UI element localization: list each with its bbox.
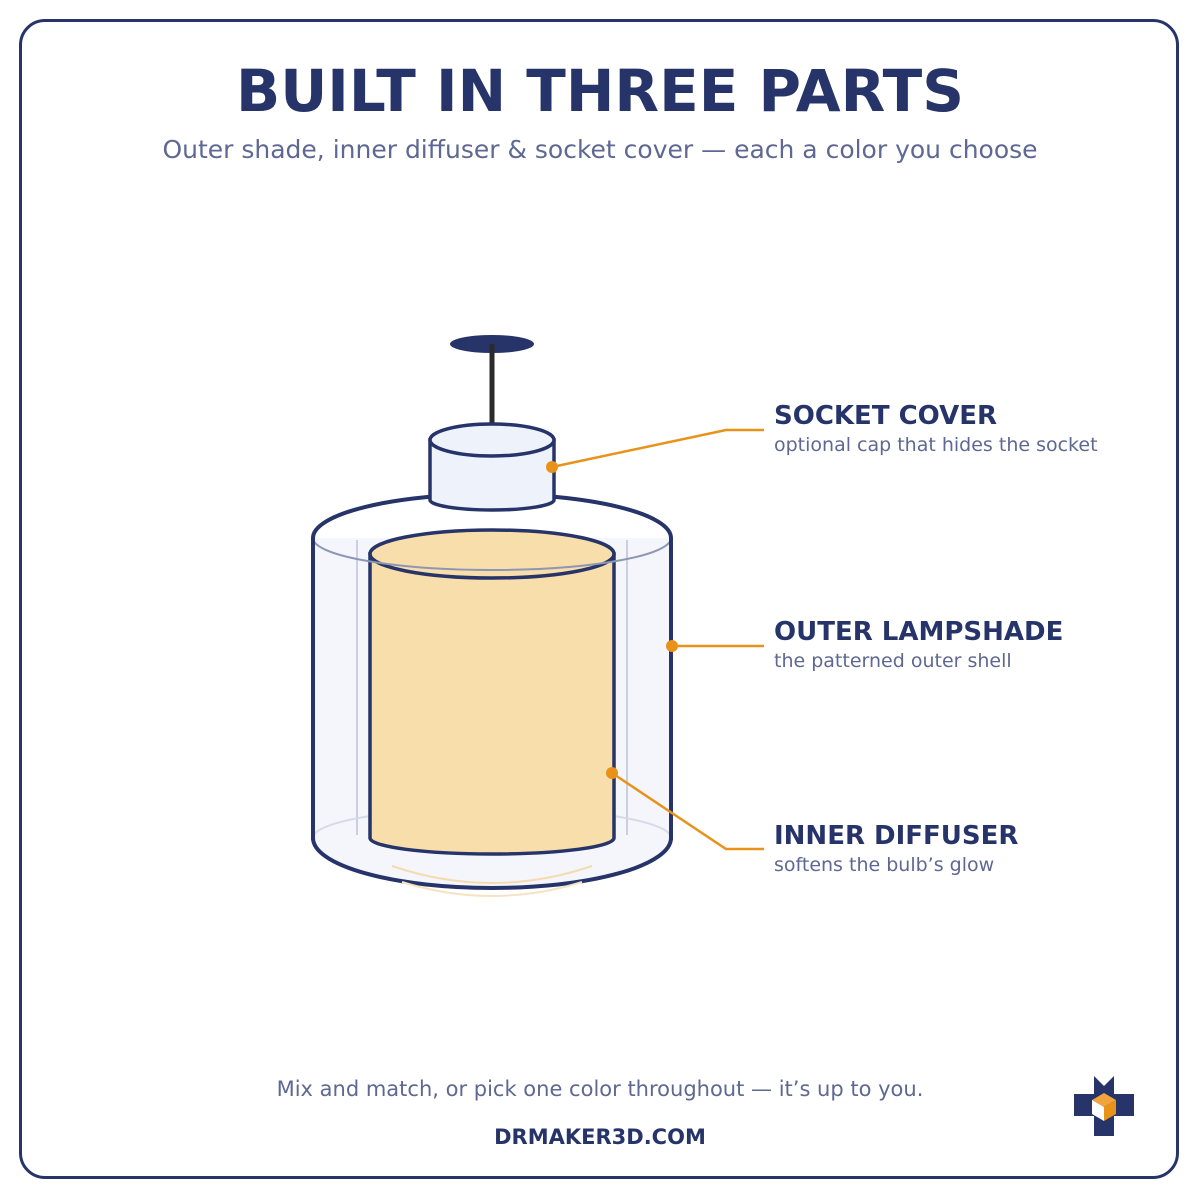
socket-cover-body [428,438,556,512]
inner-diffuser-top [368,528,616,580]
page-subtitle: Outer shade, inner diffuser & socket cov… [162,135,1038,164]
inner-diffuser-body [368,552,616,856]
callout-description: the patterned outer shell [774,650,1012,672]
inner-diffuser [368,528,616,897]
socket-cover [428,422,556,512]
callout-leaders [546,428,764,851]
leader-line-inner-diffuser [611,771,764,851]
callout-socket-cover: SOCKET COVER optional cap that hides the… [774,400,1098,458]
bulb-glow-arc-1 [391,865,593,884]
page-title: BUILT IN THREE PARTS [236,57,964,125]
callout-title: SOCKET COVER [774,401,997,431]
callout-description: softens the bulb’s glow [774,854,995,876]
leader-dot-outer-lampshade [666,640,678,652]
leader-dot-socket-cover [546,461,558,473]
leader-dot-inner-diffuser [606,767,618,779]
leader-line-socket-cover [551,428,764,469]
callout-outer-lampshade: OUTER LAMPSHADE the patterned outer shel… [774,616,1063,674]
callout-title: INNER DIFFUSER [774,821,1019,851]
callout-inner-diffuser: INNER DIFFUSER softens the bulb’s glow [774,820,1018,878]
callout-description: optional cap that hides the socket [774,434,1098,456]
bulb-glow-arc-2 [401,881,583,897]
footer-url: DRMAKER3D.COM [494,1125,706,1149]
socket-cover-top [428,422,556,458]
outer-lampshade-bottom-rim [311,837,673,890]
outer-lampshade-top-front [312,537,672,571]
drmaker3d-cube-cross-logo-icon [1074,1076,1134,1136]
footer-note: Mix and match, or pick one color through… [276,1077,924,1101]
callout-title: OUTER LAMPSHADE [774,617,1064,647]
